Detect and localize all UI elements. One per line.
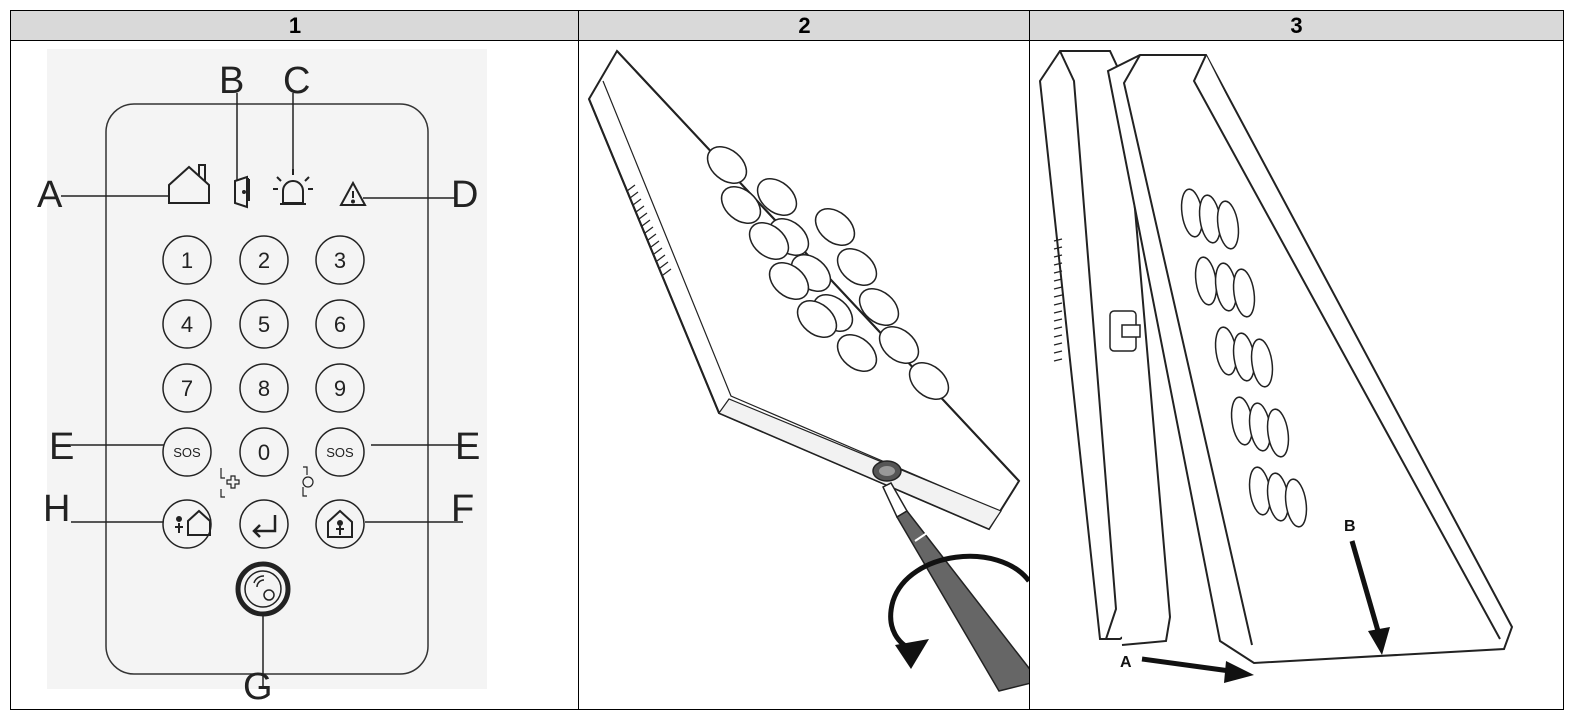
- enter-arrow-icon: [252, 515, 277, 538]
- counterclockwise-arrow-icon: [888, 553, 1029, 669]
- callout-g: G: [243, 666, 273, 708]
- key-8: 8: [258, 376, 270, 401]
- key-2: 2: [258, 248, 270, 273]
- callout-c: C: [283, 60, 310, 102]
- arrow-b-label: B: [1344, 518, 1356, 535]
- base-plate: [1038, 50, 1172, 646]
- key-sos-right: SOS: [326, 445, 354, 460]
- callout-e-left: E: [49, 426, 74, 468]
- key-buttons: [1180, 188, 1308, 528]
- key-sos-left: SOS: [173, 445, 201, 460]
- header-step-2: 2: [579, 11, 1030, 41]
- callout-a: A: [37, 174, 63, 216]
- header-step-1: 1: [11, 11, 579, 41]
- cover-removal-diagram: A B: [1038, 50, 1514, 683]
- door-icon: [234, 175, 250, 209]
- proximity-reader-icon: [235, 561, 291, 617]
- arrow-a-icon: [1141, 656, 1254, 683]
- key-1: 1: [181, 248, 193, 273]
- key-5: 5: [258, 312, 270, 337]
- callout-d: D: [451, 174, 478, 216]
- key-buttons: [706, 146, 950, 400]
- instruction-table: 1 2 3: [10, 10, 1564, 710]
- screwdriver-icon: [882, 482, 1029, 692]
- front-cover: [1106, 54, 1514, 665]
- side-vents: [626, 184, 672, 276]
- column-divider: [578, 11, 579, 709]
- medical-cross-icon: [220, 468, 240, 498]
- callout-lines: [61, 93, 473, 689]
- keypad-front-diagram: A B C D E E F G H 1 2 3 4 5 6 7 8 9 SOS: [37, 49, 487, 708]
- home-stay-icon: [175, 509, 211, 536]
- key-4: 4: [181, 312, 193, 337]
- callout-b: B: [219, 60, 244, 102]
- fire-icon: [302, 466, 314, 497]
- key-7: 7: [181, 376, 193, 401]
- home-away-icon: [327, 509, 353, 538]
- side-vents: [1053, 238, 1063, 362]
- callout-e-right: E: [455, 426, 480, 468]
- callout-h: H: [43, 488, 70, 530]
- key-6: 6: [334, 312, 346, 337]
- arrow-a-label: A: [1120, 654, 1132, 671]
- screw-icon: [872, 460, 902, 482]
- key-0: 0: [258, 440, 270, 465]
- column-divider: [1029, 11, 1030, 709]
- arrow-b-icon: [1349, 540, 1390, 655]
- header-step-3: 3: [1030, 11, 1563, 41]
- key-3: 3: [334, 248, 346, 273]
- key-9: 9: [334, 376, 346, 401]
- screw-removal-diagram: [587, 49, 1029, 692]
- warning-icon: [339, 180, 367, 206]
- siren-icon: [273, 169, 313, 205]
- home-icon: [168, 164, 210, 204]
- callout-f: F: [451, 488, 474, 530]
- tamper-switch: [1109, 310, 1141, 352]
